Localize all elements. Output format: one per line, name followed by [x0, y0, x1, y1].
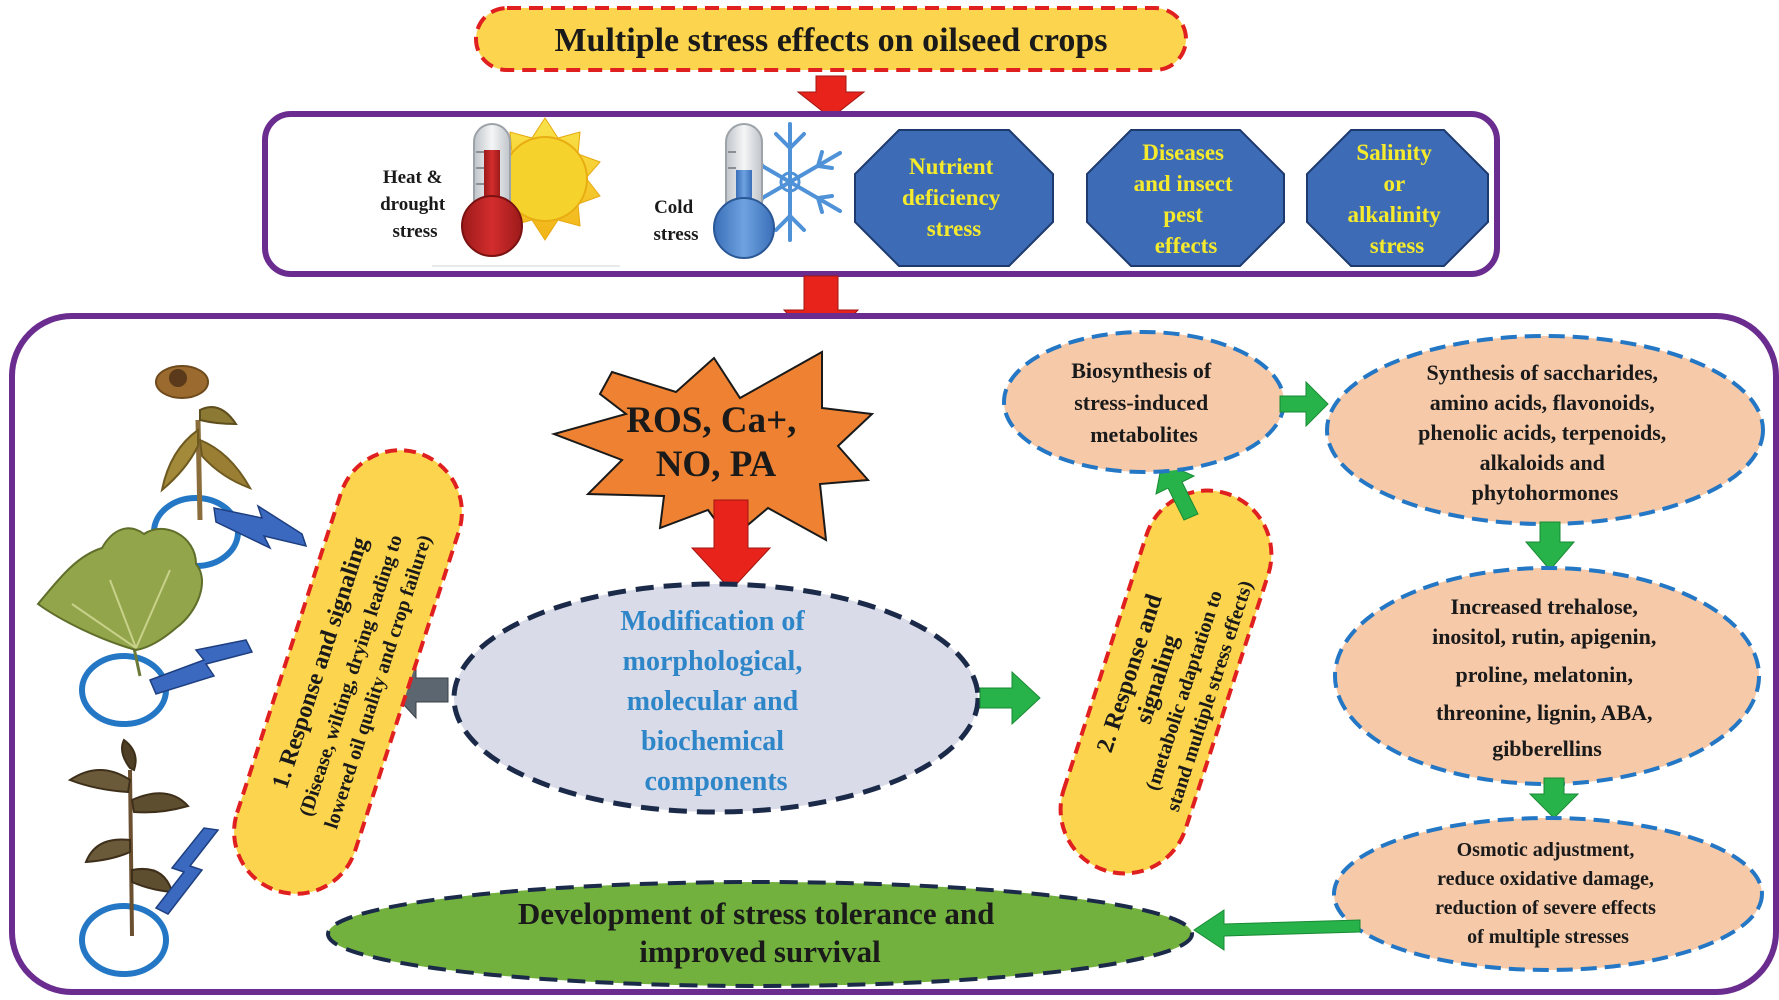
synthesis-label: Synthesis of saccharides, amino acids, f… — [1418, 360, 1672, 505]
cold-line-2: stress — [653, 224, 698, 245]
modification-line-4: biochemical — [641, 726, 784, 757]
synthesis-line-5: phytohormones — [1472, 480, 1619, 505]
increased-line-5: gibberellins — [1492, 736, 1602, 761]
biosynthesis-label: Biosynthesis of stress-induced metabolit… — [1071, 358, 1216, 447]
arrow-modification-to-response2 — [979, 670, 1041, 726]
modification-line-5: components — [644, 766, 787, 797]
tolerance-label: Development of stress tolerance and impr… — [518, 896, 1002, 969]
synthesis-line-2: amino acids, flavonoids, — [1430, 390, 1655, 415]
heat-drought-label: Heat & drought stress — [380, 167, 450, 242]
nutrient-line-1: Nutrient — [909, 154, 994, 179]
lightning-bolt-icon — [148, 639, 254, 695]
increased-line-3: proline, melatonin, — [1456, 662, 1633, 687]
diseases-label: Diseases and insect pest effects — [1134, 140, 1239, 258]
tolerance-line-1: Development of stress tolerance and — [518, 896, 994, 931]
increased-metabolites-ellipse: Increased trehalose, inositol, rutin, ap… — [1333, 566, 1761, 786]
arrow-star-to-modification — [690, 499, 772, 591]
biosynthesis-ellipse: Biosynthesis of stress-induced metabolit… — [1002, 330, 1286, 474]
heat-drought-line-2: drought — [380, 194, 446, 215]
biosynthesis-line-3: metabolites — [1090, 422, 1198, 447]
lightning-bolt-icon — [213, 504, 308, 550]
modification-line-1: Modification of — [620, 606, 805, 637]
osmotic-line-4: of multiple stresses — [1467, 926, 1629, 948]
ros-line-2: NO, PA — [656, 444, 777, 485]
nutrient-deficiency-octagon: Nutrient deficiency stress — [854, 129, 1054, 267]
synthesis-ellipse: Synthesis of saccharides, amino acids, f… — [1325, 334, 1765, 526]
arrow-osmotic-to-tolerance — [1193, 909, 1361, 951]
osmotic-line-2: reduce oxidative damage, — [1437, 868, 1654, 890]
salinity-line-1: Salinity — [1356, 140, 1432, 165]
heat-drought-stress: Heat & drought stress — [380, 117, 620, 267]
increased-line-4: threonine, lignin, ABA, — [1436, 700, 1653, 725]
osmotic-adjustment-ellipse: Osmotic adjustment, reduce oxidative dam… — [1332, 816, 1764, 972]
biosynthesis-line-2: stress-induced — [1074, 390, 1208, 415]
ros-line-1: ROS, Ca+, — [626, 400, 796, 441]
tolerance-ellipse: Development of stress tolerance and impr… — [326, 880, 1194, 988]
page-title: Multiple stress effects on oilseed crops — [554, 22, 1107, 59]
wilted-plant-icon — [67, 738, 190, 977]
synthesis-line-1: Synthesis of saccharides, — [1426, 360, 1658, 385]
osmotic-line-3: reduction of severe effects — [1435, 897, 1656, 919]
nutrient-line-3: stress — [927, 216, 982, 241]
nutrient-line-2: deficiency — [902, 185, 1001, 210]
modification-ellipse: Modification of morphological, molecular… — [451, 581, 981, 815]
green-leaf-icon — [36, 527, 204, 727]
arrow-title-to-stresses — [796, 75, 866, 119]
salinity-line-2: or — [1383, 171, 1405, 196]
tolerance-line-2: improved survival — [639, 934, 881, 969]
ros-signal-star: ROS, Ca+, NO, PA — [550, 350, 875, 542]
cold-stress-label: Cold stress — [653, 197, 698, 245]
ros-label: ROS, Ca+, NO, PA — [626, 400, 805, 485]
cold-stress: Cold stress — [653, 122, 842, 259]
title-box: Multiple stress effects on oilseed crops — [474, 6, 1188, 72]
diseases-line-2: and insect — [1134, 171, 1233, 196]
arrow-synthesis-to-increased — [1524, 521, 1576, 571]
diseases-pest-octagon: Diseases and insect pest effects — [1086, 129, 1285, 267]
heat-drought-line-3: stress — [392, 221, 437, 242]
salinity-line-4: stress — [1370, 233, 1425, 258]
diseases-line-1: Diseases — [1142, 140, 1224, 165]
diseases-line-3: pest — [1163, 202, 1203, 227]
increased-line-1: Increased trehalose, — [1451, 594, 1638, 619]
modification-line-2: morphological, — [623, 646, 803, 677]
thermometer-cold-icon — [713, 123, 775, 259]
modification-label: Modification of morphological, molecular… — [620, 606, 811, 797]
thermometer-hot-icon — [461, 123, 523, 257]
biosynthesis-line-1: Biosynthesis of — [1071, 358, 1212, 383]
nutrient-label: Nutrient deficiency stress — [902, 154, 1006, 241]
lightning-bolt-icon — [154, 827, 220, 915]
increased-label: Increased trehalose, inositol, rutin, ap… — [1432, 594, 1662, 761]
salinity-label: Salinity or alkalinity stress — [1347, 140, 1446, 258]
synthesis-line-4: alkaloids and — [1480, 450, 1605, 475]
synthesis-line-3: phenolic acids, terpenoids, — [1418, 420, 1666, 445]
arrow-increased-to-osmotic — [1528, 777, 1580, 819]
salinity-line-3: alkalinity — [1347, 202, 1441, 227]
arrow-biosynthesis-to-synthesis — [1279, 380, 1329, 428]
diseases-line-4: effects — [1155, 233, 1218, 258]
increased-line-2: inositol, rutin, apigenin, — [1432, 624, 1656, 649]
cold-line-1: Cold — [654, 197, 694, 218]
osmotic-label: Osmotic adjustment, reduce oxidative dam… — [1435, 839, 1661, 948]
osmotic-line-1: Osmotic adjustment, — [1457, 839, 1635, 861]
heat-drought-line-1: Heat & — [383, 167, 443, 188]
modification-line-3: molecular and — [627, 686, 799, 717]
salinity-alkalinity-octagon: Salinity or alkalinity stress — [1306, 129, 1489, 267]
